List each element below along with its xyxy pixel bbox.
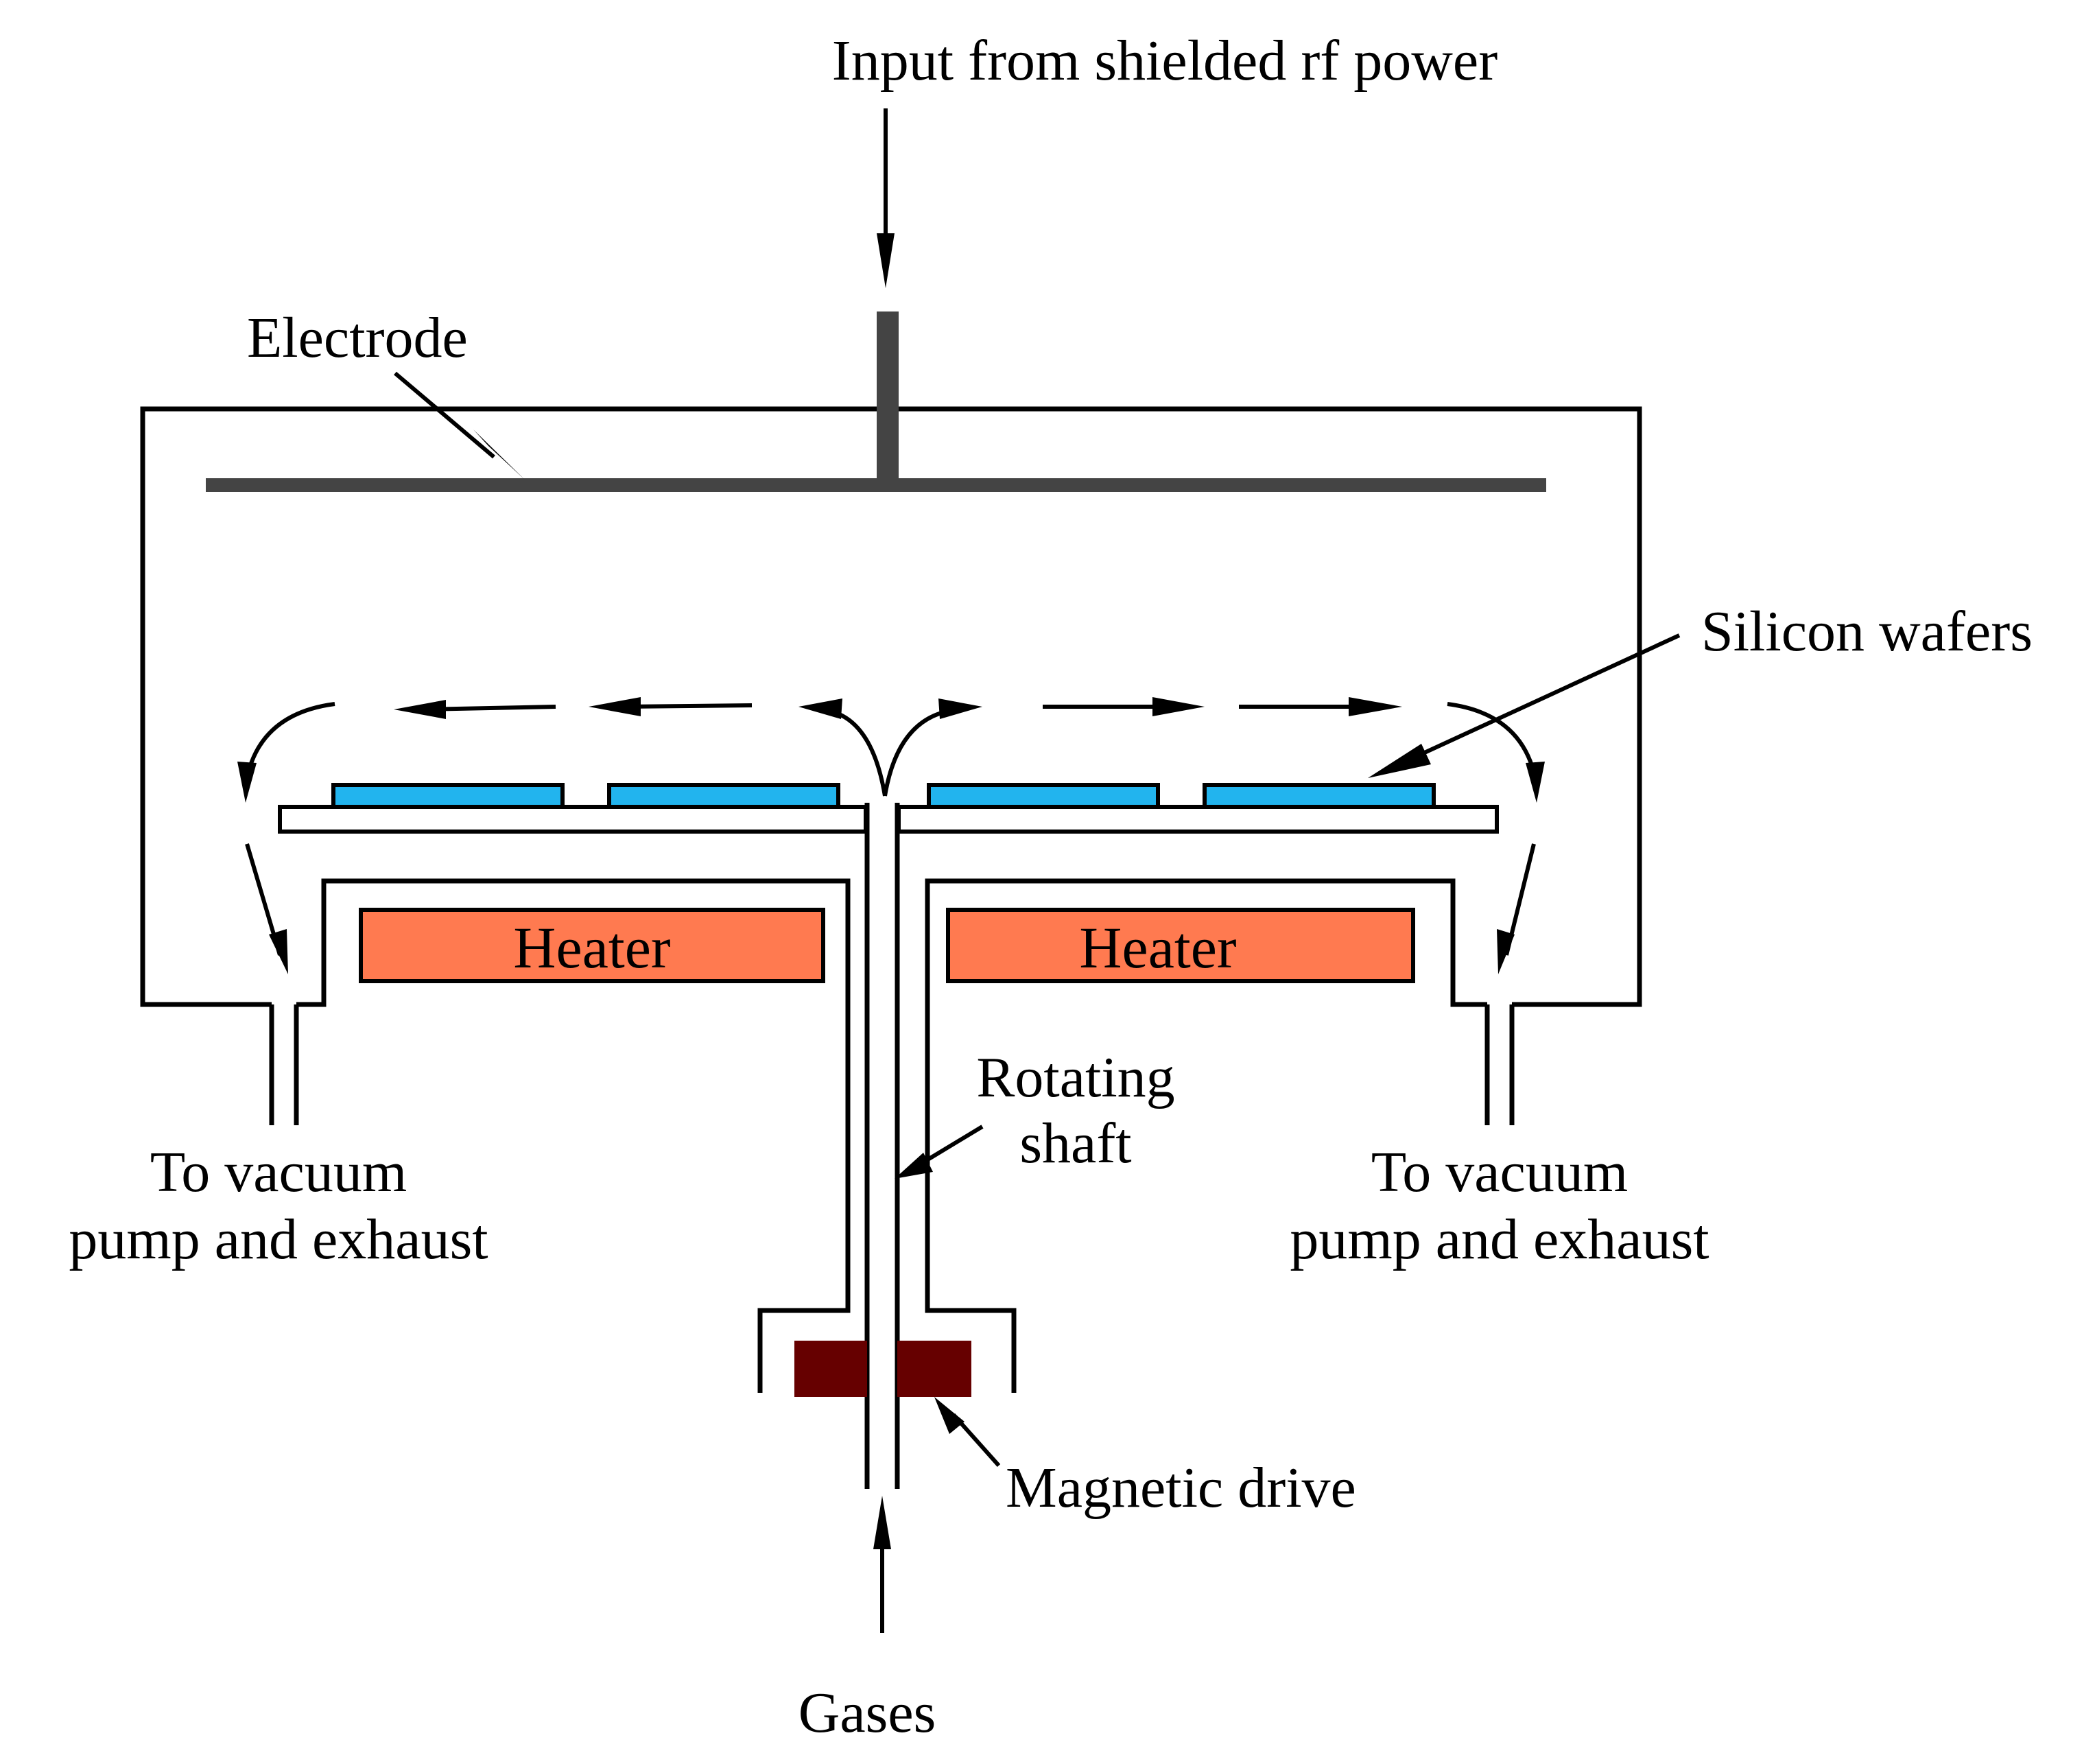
labels: Input from shielded rf power Electrode S…: [69, 29, 2033, 1745]
straight-arrows: [245, 108, 1681, 1633]
vacuum-left-label-line2: pump and exhaust: [69, 1208, 488, 1271]
magnetic-drive-right: [897, 1341, 971, 1397]
silicon-wafers-label: Silicon wafers: [1701, 600, 2033, 663]
arrowhead: [1368, 744, 1431, 778]
vacuum-left-label-line1: To vacuum: [150, 1140, 407, 1204]
heater-right-label: Heater: [1079, 915, 1236, 980]
rotating-shaft-leader: [915, 1125, 984, 1168]
silicon-wafer: [331, 783, 565, 809]
electrode-leader: [394, 371, 495, 459]
arrowhead: [269, 929, 288, 974]
heaters: Heater Heater: [359, 908, 1415, 983]
heater-left: [359, 908, 825, 983]
flow-arrow: [619, 703, 753, 709]
flow-arrow: [245, 702, 335, 779]
right-exhaust-port: [1484, 1004, 1515, 1125]
magnetic-drive-left: [794, 1341, 867, 1397]
arrowhead: [934, 1397, 964, 1434]
rotating-shaft-label-line1: Rotating: [976, 1046, 1174, 1109]
silicon-wafer: [1203, 783, 1436, 809]
rotating-shaft: [864, 803, 900, 1489]
silicon-wafer: [607, 783, 840, 809]
platter-right: [897, 805, 1499, 834]
flow-arrow: [1447, 702, 1537, 779]
arrowhead: [589, 697, 641, 716]
heater-right: [946, 908, 1415, 983]
silicon-wafer: [927, 783, 1160, 809]
silicon-wafers-leader: [1401, 633, 1681, 765]
left-pedestal-housing: [296, 878, 851, 1393]
wafer-platter: [278, 783, 1499, 834]
electrode-assembly: [206, 311, 1546, 492]
arrowhead: [877, 233, 895, 288]
arrowhead: [1152, 697, 1205, 716]
arrowhead: [798, 698, 842, 719]
rf-input-label: Input from shielded rf power: [832, 29, 1498, 93]
arrowhead: [895, 1153, 933, 1179]
vacuum-right-label-line1: To vacuum: [1371, 1140, 1628, 1204]
electrode: [206, 478, 1546, 492]
heater-left-label: Heater: [513, 915, 670, 980]
arrowhead: [394, 700, 446, 719]
arrowhead: [1526, 762, 1545, 803]
rf-feed-rod: [877, 311, 899, 487]
magnetic-drive: [794, 1341, 971, 1397]
rotating-shaft-label-line2: shaft: [1019, 1112, 1131, 1175]
arrowhead: [1349, 697, 1402, 716]
arrowhead: [938, 698, 982, 719]
arrowhead: [237, 762, 257, 803]
vacuum-right-label-line2: pump and exhaust: [1290, 1208, 1709, 1271]
right-pedestal-housing: [925, 878, 1487, 1393]
magnetic-drive-label: Magnetic drive: [1006, 1456, 1356, 1520]
arrowhead: [473, 430, 525, 480]
left-exhaust-port: [269, 1004, 299, 1125]
electrode-label: Electrode: [247, 306, 468, 370]
flow-arrow: [425, 705, 556, 712]
arrowhead: [873, 1496, 891, 1549]
platter-left: [278, 805, 868, 834]
gases-label: Gases: [798, 1681, 936, 1745]
arrowhead: [1497, 929, 1515, 974]
arrowheads: [237, 233, 1545, 1549]
